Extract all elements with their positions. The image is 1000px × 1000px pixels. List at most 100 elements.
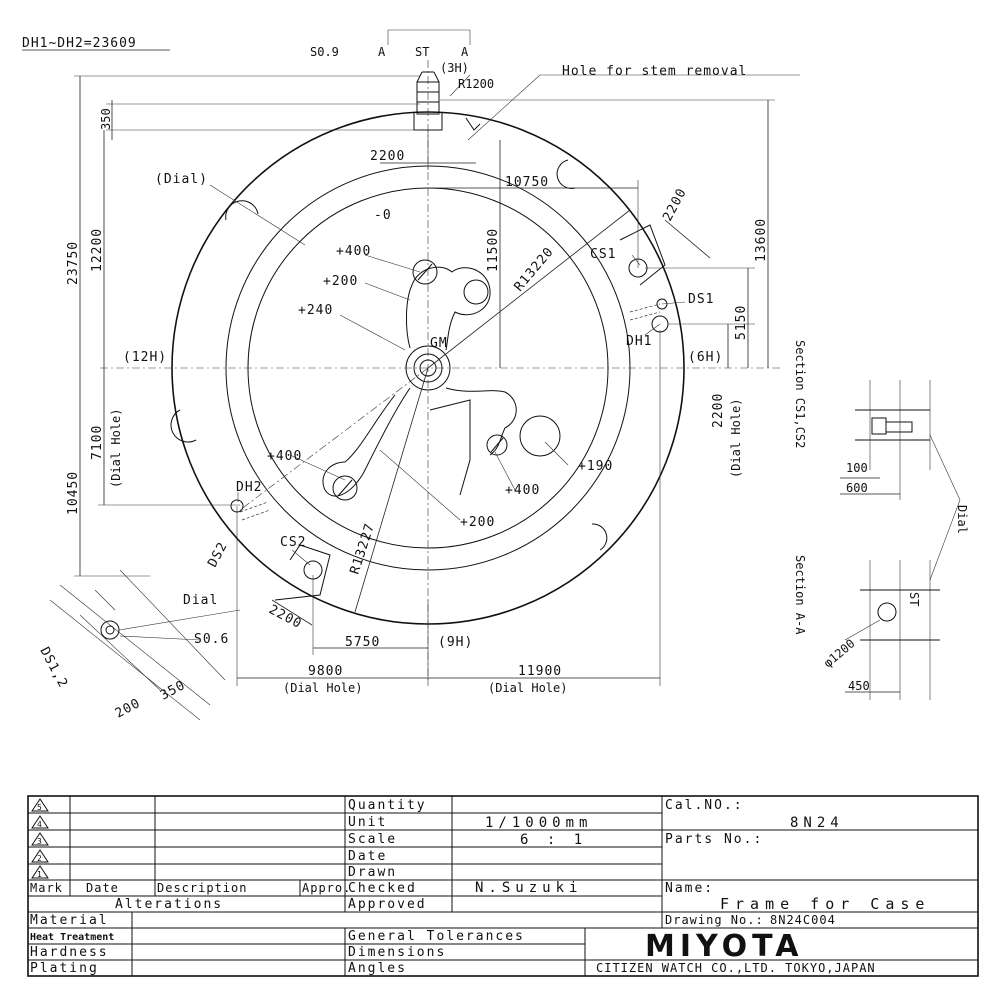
label-section-aa: Section A-A [793,555,807,635]
label-12h: (12H) [123,350,167,365]
title-block: 5 4 3 2 1 Mark Date Description Appro. A… [27,795,979,977]
label-st: ST [415,45,429,59]
label-d350b: 350 [158,678,188,704]
parts-label: Parts No.: [665,832,763,847]
label-d13600: 13600 [754,218,769,262]
label-stem-hole: Hole for stem removal [562,64,747,79]
checked-value: N.Suzuki [475,880,582,896]
rev-mark-3: 3 [37,837,42,846]
label-dial-ds: Dial [183,593,218,608]
quantity-label: Quantity [348,798,427,813]
label-9h: (9H) [438,635,473,650]
label-a-right: A [461,45,469,59]
label-s09: S0.9 [310,45,339,59]
label-p400-left: +400 [267,449,302,464]
label-ds12: DS1,2 [36,645,70,691]
label-ds1: DS1 [688,292,714,307]
name-label: Name: [665,881,714,896]
label-d200: 200 [113,696,143,722]
hardness-label: Hardness [30,945,109,960]
drawn-label: Drawn [348,865,397,880]
label-dial-hole-left: (Dial Hole) [109,409,123,488]
alterations-label: Alterations [115,897,223,912]
label-r1200: R1200 [458,77,494,91]
name-value: Frame for Case [720,895,930,913]
label-cs2: CS2 [280,535,306,550]
label-d23750: 23750 [66,241,81,285]
rev-mark-5: 5 [37,803,42,812]
heat-label: Heat Treatment [30,932,114,943]
unit-label: Unit [348,815,387,830]
label-d10750: 10750 [505,175,549,190]
drawing-label: Drawing No.: [665,913,764,927]
label-ds2: DS2 [205,539,231,569]
scale-label: Scale [348,832,397,847]
approved-label: Approved [348,897,427,912]
bridge [322,259,561,501]
label-dh1: DH1 [626,334,652,349]
label-d350: 350 [99,108,113,130]
col-description: Description [157,881,247,895]
label-p400-right: +400 [505,483,540,498]
label-d2200-top: 2200 [370,149,405,164]
col-date: Date [86,881,119,895]
col-appro: Appro. [302,881,351,895]
unit-value: 1/1000mm [485,815,592,831]
label-dial-hole-right: (Dial Hole) [729,399,743,478]
dimension-lines [22,29,800,686]
label-p400-top: +400 [336,244,371,259]
label-d2200-cs1: 2200 [660,186,690,224]
label-d450: 450 [848,679,870,693]
label-r13220: R13220 [512,244,558,294]
angles-label: Angles [348,961,407,976]
label-st-right: ST [907,592,921,606]
label-d12200: 12200 [90,228,105,272]
center-lines [100,60,780,680]
label-d100: 100 [846,461,868,475]
general-tolerances-label: General Tolerances [348,929,525,944]
label-d600: 600 [846,481,868,495]
dimension-labels: DH1~DH2=23609 S0.9 ST A A (3H) R1200 Hol… [22,36,969,722]
label-d2200-dial: 2200 [711,393,726,428]
rev-mark-1: 1 [37,870,42,879]
cal-label: Cal.NO.: [665,798,744,813]
label-3h: (3H) [440,61,469,75]
checked-label: Checked [348,881,417,896]
label-d10450: 10450 [66,471,81,515]
col-mark: Mark [30,881,63,895]
label-p200-b: +200 [460,515,495,530]
label-dial-right: Dial [955,505,969,534]
miyota-logo: MIYOTA [645,929,804,964]
label-dial-hole-b1: (Dial Hole) [283,681,362,695]
section-views [840,380,961,700]
label-minus0: -0 [374,208,392,223]
label-6h: (6H) [688,350,723,365]
label-dial-hole-b2: (Dial Hole) [488,681,567,695]
label-dial-top: (Dial) [155,172,208,187]
cal-value: 8N24 [790,815,844,831]
label-a-left: A [378,45,386,59]
label-cs1: CS1 [590,247,616,262]
rev-mark-4: 4 [37,820,42,829]
label-d11900: 11900 [518,664,562,679]
date-label: Date [348,849,387,864]
label-d2200-cs2: 2200 [266,602,304,632]
label-gm: GM [430,336,448,351]
label-p240: +240 [298,303,333,318]
drawing-value: 8N24C004 [770,913,836,927]
label-p200: +200 [323,274,358,289]
label-p190: +190 [578,459,613,474]
plating-label: Plating [30,961,99,976]
label-d9800: 9800 [308,664,343,679]
dimensions-label: Dimensions [348,945,446,960]
company-name: CITIZEN WATCH CO.,LTD. TOKYO,JAPAN [596,961,876,975]
material-label: Material [30,913,109,928]
label-d11500: 11500 [486,228,501,272]
label-d5150: 5150 [734,305,749,340]
scale-value: 6 : 1 [520,832,587,848]
label-s06: S0.6 [194,632,229,647]
label-d5750: 5750 [345,635,380,650]
label-dh2: DH2 [236,480,262,495]
label-phi1200: φ1200 [821,636,858,670]
